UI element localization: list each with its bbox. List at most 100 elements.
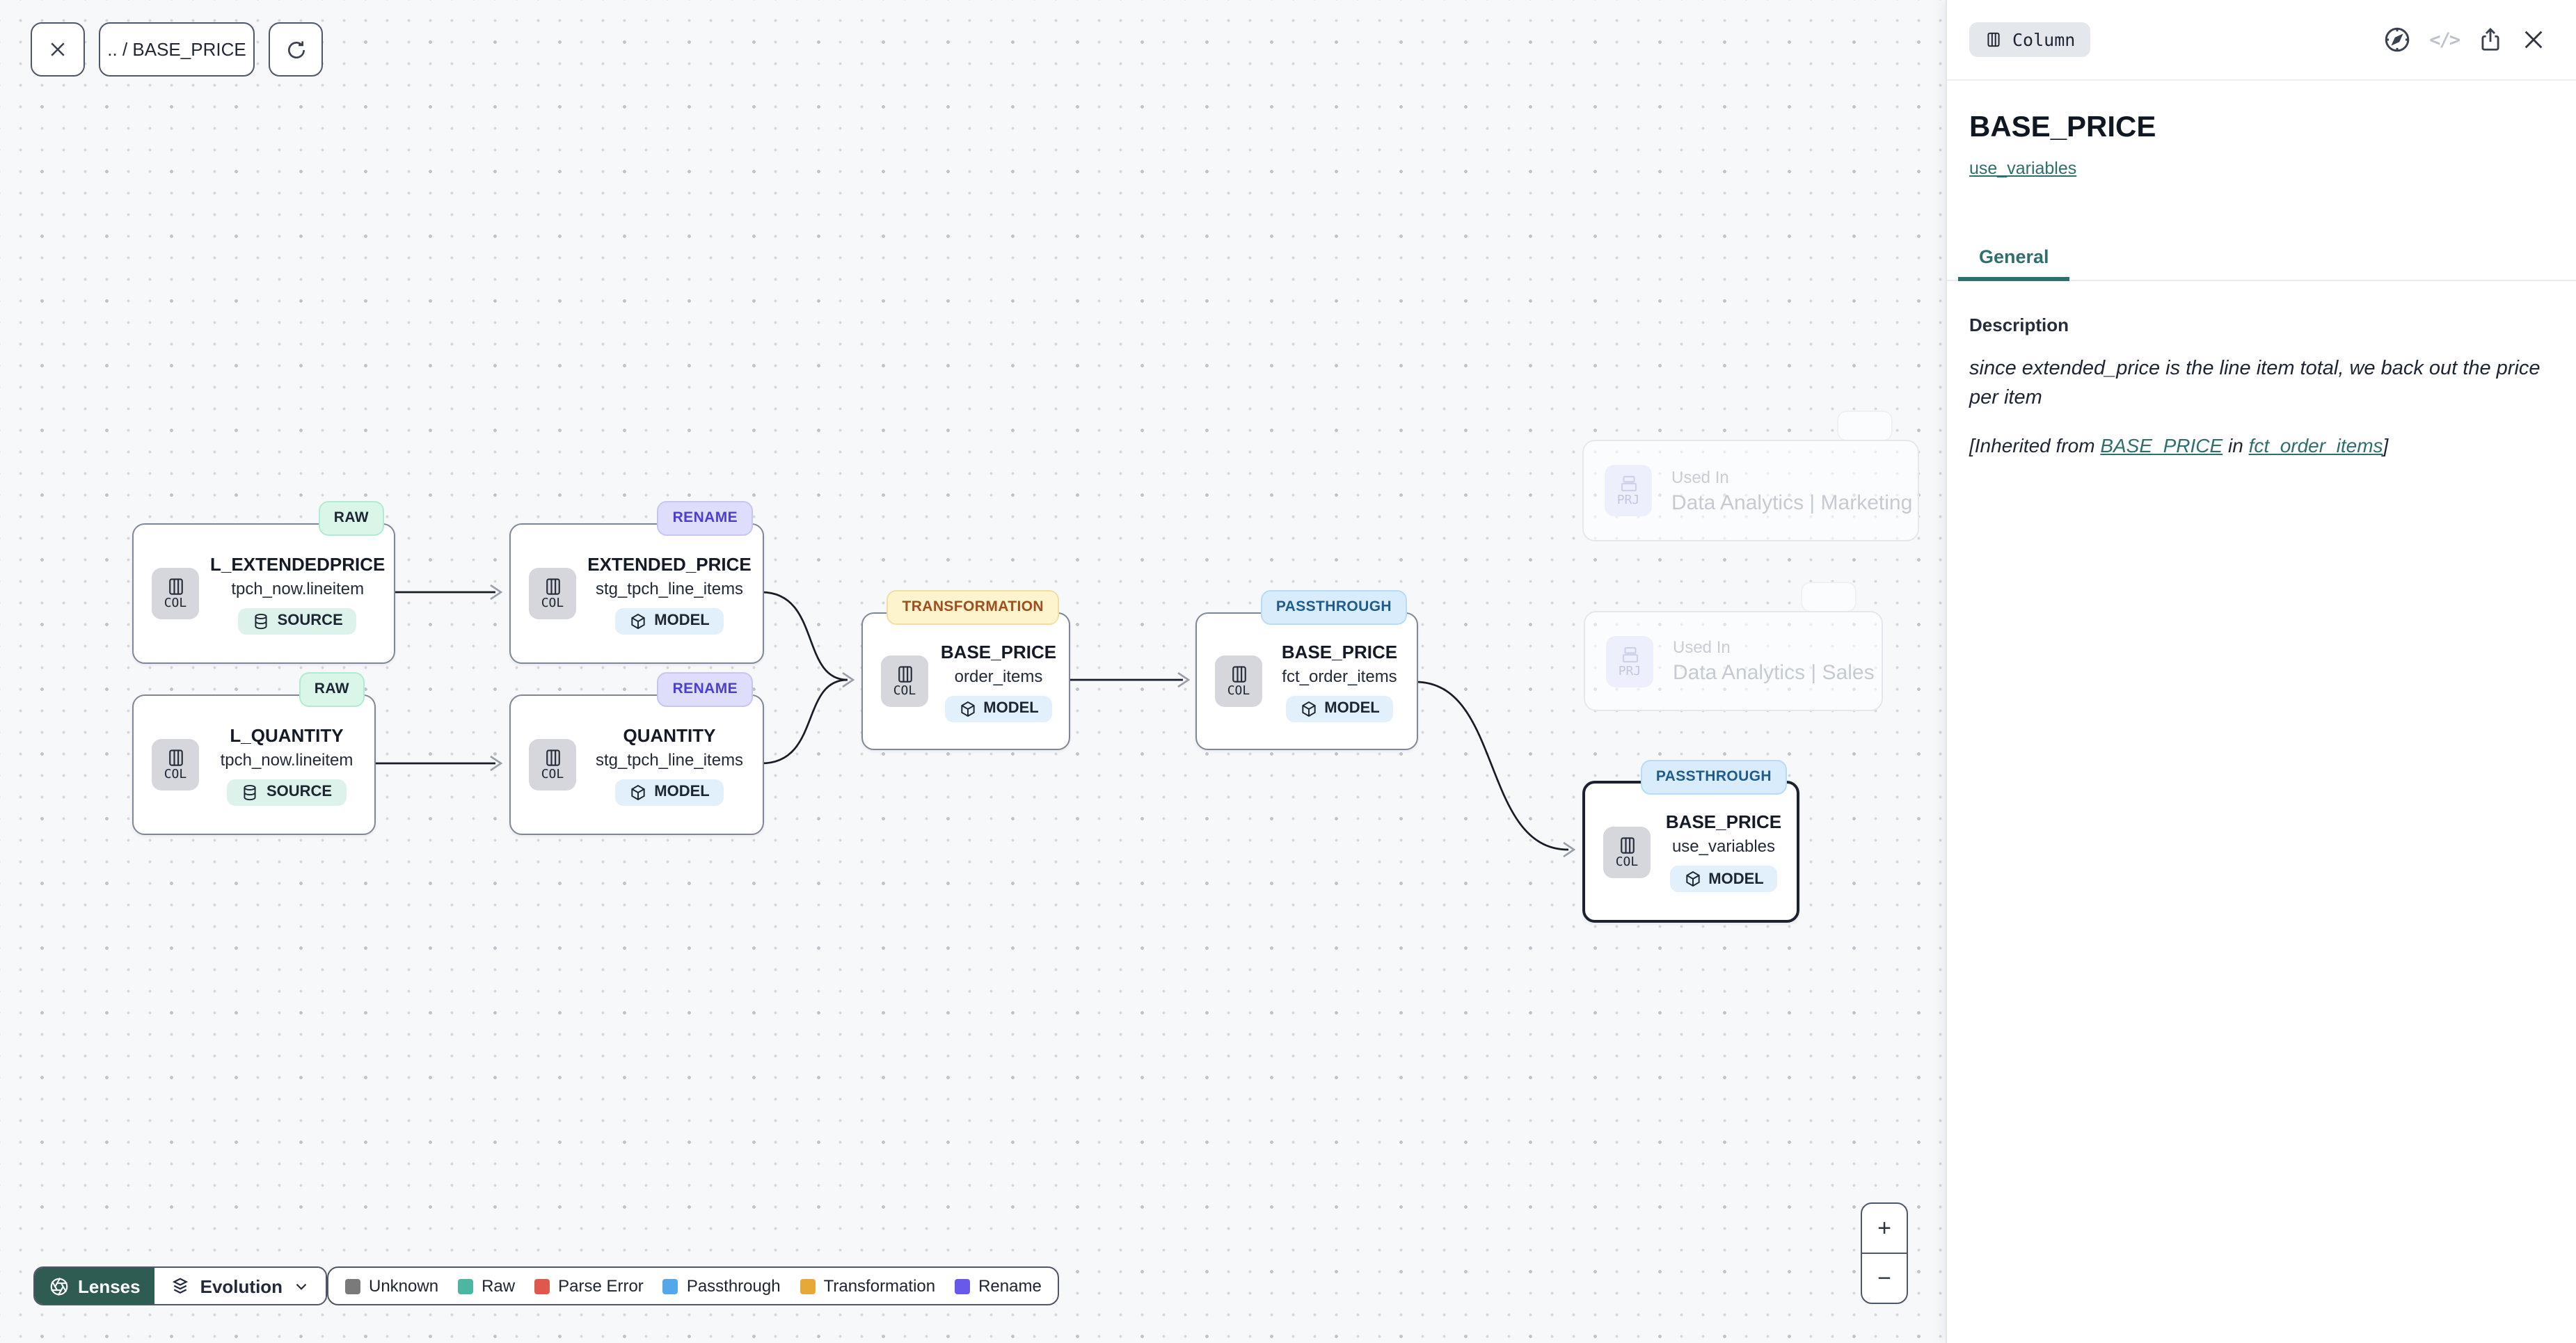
description-text: since extended_price is the line item to… xyxy=(1969,358,2541,410)
column-kind-box: COL xyxy=(152,739,199,790)
node-type-label: SOURCE xyxy=(277,612,343,629)
close-panel-button[interactable] xyxy=(2522,28,2545,51)
lenses-button[interactable]: Lenses xyxy=(35,1268,154,1304)
node-title: L_QUANTITY xyxy=(230,724,344,745)
compass-icon xyxy=(2384,27,2409,52)
node-title: BASE_PRICE xyxy=(940,641,1057,662)
model-pill: MODEL xyxy=(615,607,724,634)
evolution-badge-rename: RENAME xyxy=(657,501,753,536)
zoom-out-button[interactable]: − xyxy=(1862,1253,1907,1303)
node-title: EXTENDED_PRICE xyxy=(587,553,752,574)
project-drawer-icon xyxy=(1621,646,1638,662)
panel-tabs: General xyxy=(1947,234,2576,281)
model-pill: MODEL xyxy=(944,695,1053,722)
legend-item: Rename xyxy=(955,1276,1042,1296)
column-kind-label: COL xyxy=(893,685,916,699)
chevron-down-icon xyxy=(296,1282,307,1289)
cube-icon xyxy=(1301,700,1315,717)
refresh-button[interactable] xyxy=(269,22,323,77)
legend-item: Passthrough xyxy=(662,1276,781,1296)
used-in-name: Data Analytics | Marketing xyxy=(1671,491,1913,514)
column-icon xyxy=(168,578,182,595)
legend-swatch xyxy=(458,1278,474,1294)
used-in-label: Used In xyxy=(1671,467,1729,486)
node-l-extendedprice[interactable]: RAW COL L_EXTENDEDPRICE tpch_now.lineite… xyxy=(132,501,395,664)
node-title: BASE_PRICE xyxy=(1281,641,1398,662)
explore-lineage-button[interactable] xyxy=(2382,25,2411,54)
node-l-quantity[interactable]: RAW COL L_QUANTITY tpch_now.lineitem SOU… xyxy=(132,672,376,835)
inherited-column-link[interactable]: BASE_PRICE xyxy=(2100,434,2223,457)
node-title: L_EXTENDEDPRICE xyxy=(210,553,385,574)
legend-item: Transformation xyxy=(800,1276,935,1296)
lens-selected-label: Evolution xyxy=(200,1276,283,1296)
column-icon xyxy=(1987,32,2000,47)
node-base-price-fct-order-items[interactable]: PASSTHROUGH COL BASE_PRICE fct_order_ite… xyxy=(1195,590,1418,750)
column-kind-box: COL xyxy=(1215,655,1262,707)
cube-icon xyxy=(1685,871,1699,887)
source-pill: SOURCE xyxy=(238,607,357,634)
inherited-prefix: [Inherited from xyxy=(1969,434,2101,457)
breadcrumb[interactable]: .. / BASE_PRICE xyxy=(99,22,255,77)
column-kind-box: COL xyxy=(529,739,576,790)
lens-selector-dropdown[interactable]: Evolution xyxy=(154,1268,326,1304)
evolution-badge-passthrough: PASSTHROUGH xyxy=(1640,760,1787,795)
view-code-button[interactable]: </> xyxy=(2429,29,2460,51)
model-link[interactable]: use_variables xyxy=(1969,159,2077,178)
tab-general[interactable]: General xyxy=(1958,234,2070,281)
legend-label: Parse Error xyxy=(558,1276,644,1296)
lineage-canvas[interactable]: PRJ Used In Data Analytics | Marketing P… xyxy=(0,0,1946,1343)
model-pill: MODEL xyxy=(1669,866,1778,892)
used-in-node-marketing[interactable]: PRJ Used In Data Analytics | Marketing xyxy=(1582,440,1919,541)
ghost-badge xyxy=(1801,582,1857,612)
panel-actions: </> xyxy=(2382,25,2545,54)
node-quantity[interactable]: RENAME COL QUANTITY stg_tpch_line_items … xyxy=(509,672,764,835)
legend-label: Unknown xyxy=(369,1276,439,1296)
node-type-label: MODEL xyxy=(1708,871,1764,887)
node-extended-price[interactable]: RENAME COL EXTENDED_PRICE stg_tpch_line_… xyxy=(509,501,764,664)
inherited-model-link[interactable]: fct_order_items xyxy=(2248,434,2383,457)
column-kind-label: COL xyxy=(164,768,187,782)
project-kind-icon: PRJ xyxy=(1605,465,1652,516)
column-kind-box: COL xyxy=(1603,826,1651,877)
column-kind-box: COL xyxy=(881,655,928,707)
lenses-label: Lenses xyxy=(78,1276,141,1296)
source-pill: SOURCE xyxy=(227,779,347,805)
legend-label: Passthrough xyxy=(686,1276,781,1296)
project-kind-label: PRJ xyxy=(1618,665,1641,678)
node-title: BASE_PRICE xyxy=(1665,811,1782,832)
node-subtitle: fct_order_items xyxy=(1282,666,1397,685)
column-icon xyxy=(546,749,559,766)
breadcrumb-label: .. / BASE_PRICE xyxy=(107,39,246,60)
node-subtitle: stg_tpch_line_items xyxy=(595,578,744,598)
inherited-mid: in xyxy=(2223,434,2249,457)
model-pill: MODEL xyxy=(615,779,724,805)
close-icon xyxy=(51,42,65,56)
description-section: Description since extended_price is the … xyxy=(1947,315,2576,456)
column-kind-label: COL xyxy=(1227,685,1250,699)
entity-type-label: Column xyxy=(2012,29,2076,50)
panel-subtitle: use_variables xyxy=(1969,159,2543,178)
lineage-edges xyxy=(373,584,1576,858)
details-panel-header: Column </> xyxy=(1947,0,2576,81)
legend-swatch xyxy=(955,1278,971,1294)
legend-label: Rename xyxy=(978,1276,1042,1296)
zoom-in-button[interactable]: + xyxy=(1877,1214,1891,1241)
share-button[interactable] xyxy=(2477,26,2504,53)
node-type-label: MODEL xyxy=(654,612,710,629)
legend-swatch xyxy=(800,1278,816,1294)
column-icon xyxy=(168,749,182,766)
close-lineage-button[interactable] xyxy=(31,22,85,77)
model-pill: MODEL xyxy=(1285,695,1394,722)
cube-icon xyxy=(631,612,645,629)
node-base-price-use-variables[interactable]: PASSTHROUGH COL BASE_PRICE use_variables… xyxy=(1582,760,1799,923)
used-in-node-sales[interactable]: PRJ Used In Data Analytics | Sales xyxy=(1584,611,1883,711)
node-base-price-order-items[interactable]: TRANSFORMATION COL BASE_PRICE order_item… xyxy=(861,590,1070,750)
column-icon xyxy=(546,578,559,595)
column-icon xyxy=(1620,836,1634,853)
legend-swatch xyxy=(345,1278,360,1294)
column-icon xyxy=(1232,666,1246,683)
project-kind-icon: PRJ xyxy=(1606,635,1653,687)
project-drawer-icon xyxy=(1620,475,1637,492)
details-panel-body: BASE_PRICE use_variables xyxy=(1947,111,2576,178)
entity-type-badge: Column xyxy=(1969,22,2091,57)
